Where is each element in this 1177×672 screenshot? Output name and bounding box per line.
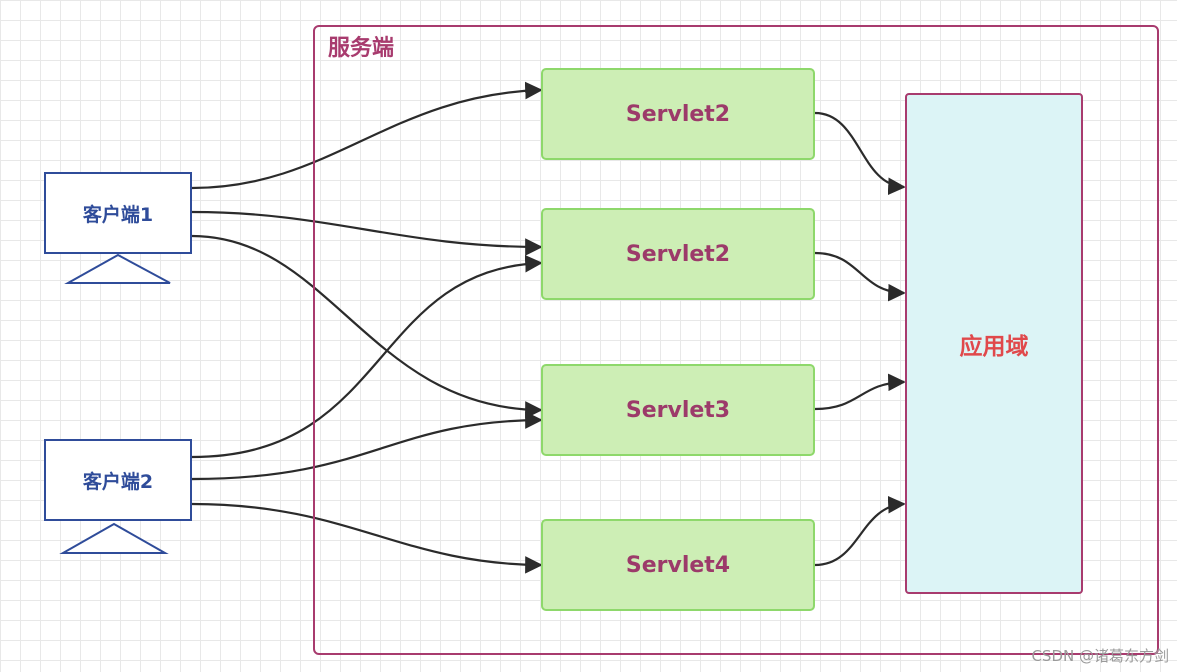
arrow-client1-to-servlet2-second [191, 210, 543, 256]
servlet-box-1: Servlet2 [541, 68, 815, 160]
servlet-box-2-label: Servlet2 [625, 241, 731, 267]
arrow-client2-to-servlet3 [191, 411, 543, 481]
servlet-box-4: Servlet4 [541, 519, 815, 611]
server-boundary [313, 25, 1159, 655]
arrow-client2-to-servlet2-second [191, 254, 543, 459]
arrow-servlet2-second-to-app-domain [814, 251, 906, 302]
watermark: CSDN @诸葛东方剑 [1031, 647, 1169, 665]
servlet-box-2: Servlet2 [541, 208, 815, 300]
arrow-servlet3-to-app-domain [814, 373, 906, 411]
client-2-label: 客户端2 [82, 470, 154, 493]
client-1-monitor: 客户端1 [44, 172, 192, 254]
application-domain-label: 应用域 [959, 333, 1029, 360]
client-2-monitor: 客户端2 [44, 439, 192, 521]
client-1-label: 客户端1 [82, 203, 154, 226]
arrow-client1-to-servlet2-top [191, 81, 543, 190]
client1-monitor-stand [64, 253, 171, 284]
server-title: 服务端 [328, 36, 395, 61]
servlet-box-3: Servlet3 [541, 364, 815, 456]
arrow-client1-to-servlet3 [191, 234, 543, 419]
client2-monitor-stand [59, 522, 169, 554]
application-domain: 应用域 [905, 93, 1083, 594]
arrow-client2-to-servlet4 [191, 502, 543, 574]
servlet-box-4-label: Servlet4 [625, 552, 731, 578]
arrow-servlet2-top-to-app-domain [814, 111, 906, 196]
servlet-box-1-label: Servlet2 [625, 101, 731, 127]
servlet-box-3-label: Servlet3 [625, 397, 731, 423]
arrow-servlet4-to-app-domain [814, 495, 906, 567]
